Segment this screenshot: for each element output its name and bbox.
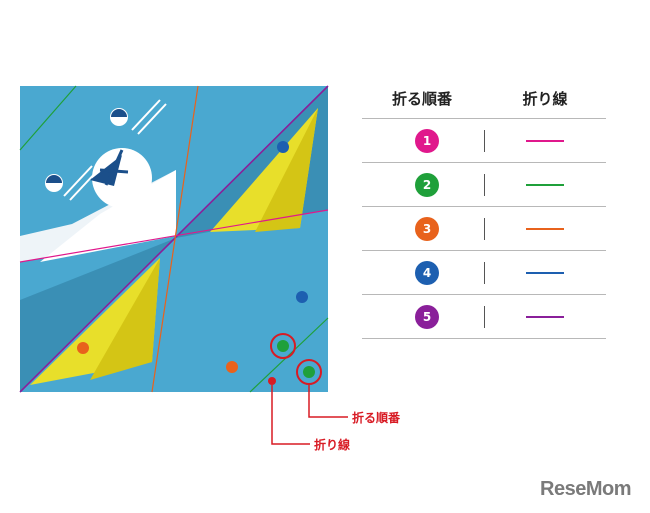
legend-row: 1 bbox=[362, 118, 606, 162]
fold-line-swatch bbox=[526, 140, 564, 142]
fold-line-1 bbox=[19, 209, 329, 263]
fold-order-badge: 1 bbox=[415, 129, 439, 153]
fold-line-5 bbox=[19, 85, 329, 393]
row-divider bbox=[484, 130, 485, 152]
legend-row: 5 bbox=[362, 294, 606, 339]
leader-line bbox=[271, 385, 310, 445]
callout-label-fold-line: 折り線 bbox=[314, 438, 351, 452]
row-divider bbox=[484, 306, 485, 328]
callout-label-fold-order: 折る順番 bbox=[352, 411, 401, 425]
row-divider bbox=[484, 262, 485, 284]
fold-order-badge: 2 bbox=[415, 173, 439, 197]
fold-line-swatch bbox=[526, 228, 564, 230]
fold-line-swatch bbox=[526, 272, 564, 274]
fold-line-swatch bbox=[526, 316, 564, 318]
yellow-shade-lower bbox=[90, 258, 160, 380]
header-fold-order: 折る順番 bbox=[391, 90, 452, 108]
header-fold-line: 折り線 bbox=[522, 90, 568, 108]
fold-order-badge: 3 bbox=[415, 217, 439, 241]
fold-line-3 bbox=[151, 85, 199, 393]
marker-4-lower bbox=[296, 291, 308, 303]
callout-dot bbox=[268, 377, 276, 385]
eye-lower-pupil bbox=[46, 175, 62, 183]
eye-upper-pupil bbox=[111, 109, 127, 117]
fold-line-2a bbox=[19, 85, 77, 151]
legend-header: 折る順番 折り線 bbox=[362, 80, 606, 118]
resemom-logo: ReseMom bbox=[540, 478, 631, 500]
beak-cross bbox=[99, 168, 129, 174]
fold-line-swatch bbox=[526, 184, 564, 186]
marker-2-b bbox=[303, 366, 315, 378]
marker-3-right bbox=[226, 361, 238, 373]
marker-2-a bbox=[277, 340, 289, 352]
row-divider bbox=[484, 218, 485, 240]
fold-order-badge: 5 bbox=[415, 305, 439, 329]
row-divider bbox=[484, 174, 485, 196]
leader-order bbox=[308, 384, 348, 418]
legend-row: 2 bbox=[362, 162, 606, 206]
marker-4-upper bbox=[277, 141, 289, 153]
beak-line bbox=[104, 149, 124, 186]
fold-line-2b bbox=[249, 317, 329, 393]
legend-row: 3 bbox=[362, 206, 606, 250]
yellow-shade-upper bbox=[255, 108, 318, 232]
fold-order-badge: 4 bbox=[415, 261, 439, 285]
marker-3-left bbox=[77, 342, 89, 354]
callout-ring-1 bbox=[270, 333, 296, 359]
legend-table: 折る順番 折り線 1 2 3 4 5 bbox=[362, 80, 606, 339]
bird-head bbox=[92, 148, 152, 208]
legend-row: 4 bbox=[362, 250, 606, 294]
